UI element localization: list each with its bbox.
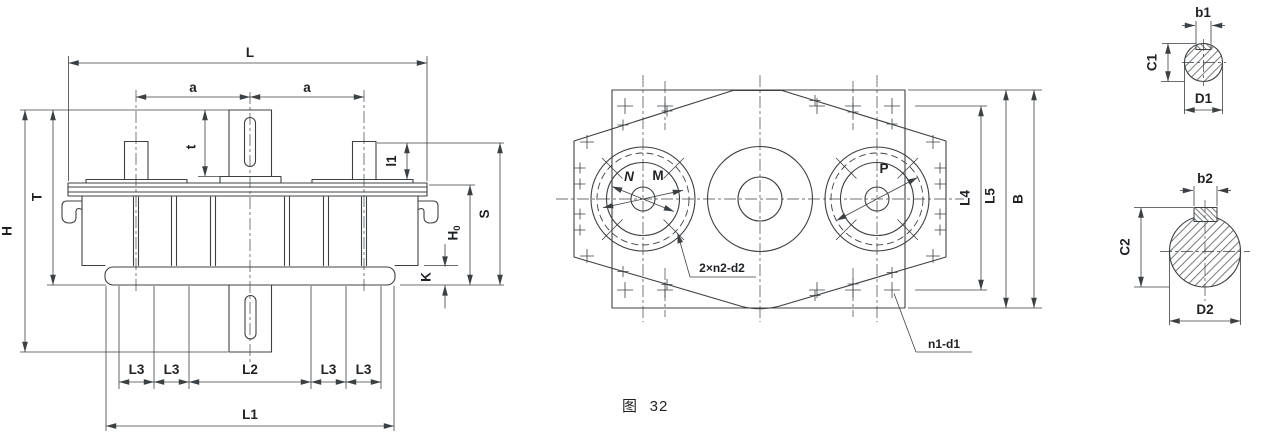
dim-label-t: t: [184, 144, 199, 149]
dim-label-L3-4: L3: [356, 362, 372, 377]
dim-label-H: H: [0, 226, 15, 236]
dim-label-M: M: [652, 168, 663, 183]
top-view-dimension-lines: [978, 89, 1037, 309]
figure-caption-prefix: 图: [622, 398, 638, 415]
dim-label-L3-2: L3: [164, 362, 180, 377]
shaft-2-extension-lines: [1134, 186, 1241, 325]
dim-label-N: N: [624, 169, 634, 184]
dim-label-L5: L5: [983, 188, 998, 204]
callout-lower-bolts: n1-d1: [893, 293, 972, 353]
dim-label-a-left: a: [189, 80, 197, 95]
callout-label-2xn2-d2: 2×n2-d2: [699, 261, 745, 275]
lifting-hook-right: [417, 200, 439, 224]
dim-label-B: B: [1011, 194, 1026, 204]
figure-caption-number: 32: [650, 398, 669, 415]
front-centerlines: [135, 90, 365, 362]
shaft-2-centerlines: [1160, 200, 1250, 301]
dim-label-L2: L2: [242, 362, 258, 377]
dim-label-C2: C2: [1118, 238, 1133, 255]
keyway-slot-bottom: [244, 294, 257, 340]
dim-label-b1: b1: [1195, 5, 1211, 20]
dim-label-L4: L4: [958, 190, 973, 206]
cover-flange-outline: [573, 89, 947, 310]
shaft-1-extension-lines: [1161, 21, 1223, 114]
bearing-plate-center: [219, 175, 282, 184]
dim-label-D2: D2: [1196, 302, 1213, 317]
top-view-extension-lines: [908, 89, 1042, 309]
dim-label-L3-1: L3: [129, 362, 145, 377]
bore-diameter-arrows: [602, 177, 918, 221]
callout-label-n1-d1: n1-d1: [928, 337, 960, 351]
bolt-hole-crosses-edges: [574, 162, 946, 236]
shaft-section-2: b2 C2 D2: [1118, 171, 1250, 325]
dim-label-l1: l1: [384, 155, 399, 167]
bolt-hole-crosses-diagonals: [617, 95, 898, 301]
dim-label-L1: L1: [242, 407, 258, 422]
top-view-centerlines: [556, 75, 964, 322]
dim-label-K: K: [419, 272, 434, 282]
shaft-section-1: b1 C1 D1: [1145, 5, 1226, 114]
bolt-hole-crosses-large: [617, 98, 900, 298]
dim-label-a-right: a: [303, 80, 311, 95]
shaft-1-dimension-lines: [1165, 22, 1225, 113]
figure-caption: 图 32: [622, 398, 669, 415]
dim-label-P: P: [879, 161, 888, 176]
cooling-ribs: [132, 196, 368, 267]
front-view: L a a t l1 T H S H0 K L3 L3 L2 L3 L3 L1: [0, 45, 504, 431]
shaft-1-centerlines: [1182, 39, 1226, 86]
bolt-hole-crosses-corner: [580, 135, 940, 263]
front-extension-lines: [20, 56, 504, 431]
dim-label-T: T: [30, 192, 45, 201]
shaft-2-dimension-lines: [1138, 187, 1241, 324]
dim-label-L: L: [246, 45, 254, 60]
dim-label-L3-3: L3: [321, 362, 337, 377]
callout-upper-bolts: 2×n2-d2: [677, 232, 756, 278]
top-plate: [67, 182, 428, 197]
dim-label-S: S: [477, 209, 492, 218]
top-view: N M P 2×n2-d2 n1-d1 L4 L5 B: [556, 75, 1042, 353]
dim-label-b2: b2: [1197, 171, 1213, 186]
housing-body-sides: [81, 195, 419, 267]
front-dimension-lines: [22, 60, 503, 429]
key-2-hatch: [1193, 207, 1218, 222]
dim-label-D1: D1: [1195, 91, 1213, 106]
dim-label-C1: C1: [1145, 53, 1160, 71]
lifting-hook-left: [61, 200, 83, 224]
dim-label-H0: H0: [446, 225, 464, 240]
